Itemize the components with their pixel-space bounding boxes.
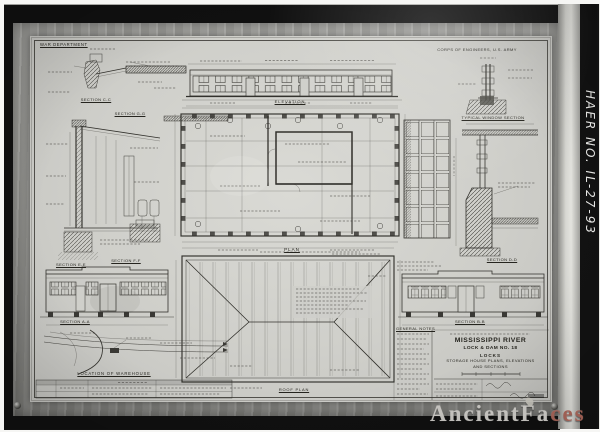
frame-screw-left xyxy=(14,402,21,409)
sheet-border xyxy=(31,37,551,401)
side-elevation-drawing-right xyxy=(397,261,548,326)
section-cc-label: SECTION C-C xyxy=(80,97,112,102)
section-gg-label: SECTION G-G xyxy=(114,111,146,116)
elevation-label: ELEVATION xyxy=(274,99,306,104)
floor-plan-drawing xyxy=(174,107,406,255)
watermark-text-3: ces xyxy=(550,401,586,426)
watermark-text-2: Fa xyxy=(520,401,551,426)
typical-window-section-label: TYPICAL WINDOW SECTION xyxy=(461,115,525,120)
title-block-rules xyxy=(431,329,549,400)
roof-plan-drawing xyxy=(175,247,401,389)
wall-section-drawing-left xyxy=(46,119,161,260)
photograph: .s1{stroke-width:1.15}.s08{stroke-width:… xyxy=(4,4,600,430)
plan-label: PLAN xyxy=(284,247,300,252)
drawing-linework: .s1{stroke-width:1.15}.s08{stroke-width:… xyxy=(31,37,551,401)
location-map-drawing xyxy=(43,329,229,375)
title-river: MISSISSIPPI RIVER xyxy=(454,337,527,344)
location-of-warehouse-label: LOCATION OF WAREHOUSE xyxy=(77,371,151,376)
door-framing-grid-drawing xyxy=(403,119,455,239)
window-mullion-detail-drawing xyxy=(458,57,534,115)
cornice-detail-drawing xyxy=(48,48,229,122)
watermark-text-1: Ancient xyxy=(430,401,521,426)
photo-border-top xyxy=(8,5,560,23)
photo-border-left xyxy=(4,5,13,430)
revision-table xyxy=(35,379,233,399)
wall-section-drawing-right xyxy=(455,123,539,257)
general-notes-label: GENERAL NOTES xyxy=(396,326,436,331)
section-bb-label: SECTION B-B xyxy=(455,319,485,324)
side-elevation-drawing-left xyxy=(40,266,174,326)
haer-number-text: HAER NO. IL-27-93 xyxy=(583,90,597,236)
corps-of-engineers-heading: CORPS OF ENGINEERS, U.S. ARMY xyxy=(437,47,517,52)
section-ee-label: SECTION E-E xyxy=(56,262,86,267)
section-dd-label: SECTION D-D xyxy=(486,257,518,262)
section-aa-label: SECTION A-A xyxy=(60,319,90,324)
watermark: AncientFaces xyxy=(430,395,586,431)
photo-border-bottom xyxy=(8,416,560,430)
section-ff-label: SECTION F-F xyxy=(111,258,141,263)
haer-label-strip: HAER NO. IL-27-93 xyxy=(580,4,599,429)
general-notes-block xyxy=(393,328,429,400)
title-sheet-line2: AND SECTIONS xyxy=(473,364,508,369)
title-facility: LOCK & DAM NO. 18 xyxy=(463,346,518,351)
title-structure: LOCKS xyxy=(479,353,502,358)
war-department-heading: WAR DEPARTMENT xyxy=(40,42,88,47)
drawing-sheet: .s1{stroke-width:1.15}.s08{stroke-width:… xyxy=(30,36,552,402)
title-sheet-line1: STORAGE HOUSE PLANS, ELEVATIONS xyxy=(446,358,535,363)
photo-edge-strip xyxy=(558,4,580,429)
front-elevation-drawing xyxy=(182,60,402,107)
frame-screw-right xyxy=(551,403,558,410)
roof-plan-label: ROOF PLAN xyxy=(278,387,310,392)
